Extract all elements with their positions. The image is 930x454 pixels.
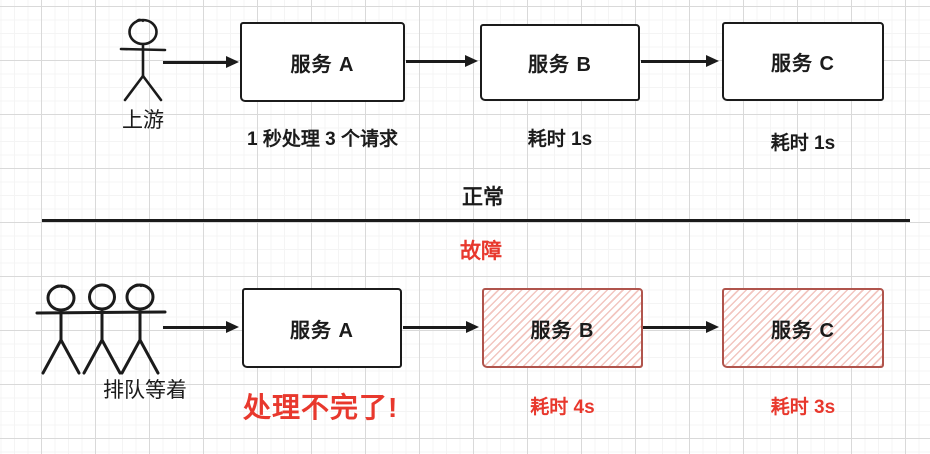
arrow-icon <box>643 326 715 329</box>
arrow-icon <box>403 326 475 329</box>
service-box-c-fault: 服务 C <box>722 288 884 368</box>
service-box-label: 服务 A <box>290 53 355 76</box>
service-box-b-normal: 服务 B <box>480 24 640 101</box>
person-icon <box>119 18 167 102</box>
caption-overload: 处理不完了! <box>243 392 399 423</box>
service-box-label: 服务 C <box>771 319 835 342</box>
caption-service-b-latency-fault: 耗时 4s <box>530 397 595 418</box>
service-box-label: 服务 B <box>528 54 592 76</box>
lane-divider <box>42 219 910 222</box>
actor-label-queue: 排队等着 <box>103 379 187 402</box>
service-box-label: 服务 C <box>771 53 835 75</box>
service-box-a-normal: 服务 A <box>240 22 405 102</box>
service-box-b-fault: 服务 B <box>482 288 643 368</box>
caption-service-a-rate: 1 秒处理 3 个请求 <box>247 129 398 150</box>
caption-service-b-latency: 耗时 1s <box>527 129 593 150</box>
arrow-icon <box>641 60 715 63</box>
service-box-label: 服务 B <box>530 319 595 342</box>
service-box-c-normal: 服务 C <box>722 22 884 101</box>
arrow-icon <box>406 60 474 63</box>
arrow-icon <box>163 61 235 64</box>
service-box-label: 服务 A <box>290 319 354 342</box>
service-box-a-fault: 服务 A <box>242 288 402 368</box>
actor-label-upstream: 上游 <box>122 109 164 132</box>
caption-service-c-latency-fault: 耗时 3s <box>770 397 836 418</box>
arrow-icon <box>163 326 235 329</box>
section-label-normal: 正常 <box>462 186 504 209</box>
caption-service-c-latency: 耗时 1s <box>770 133 836 154</box>
crowd-icon <box>35 283 167 375</box>
section-label-fault: 故障 <box>460 240 502 263</box>
